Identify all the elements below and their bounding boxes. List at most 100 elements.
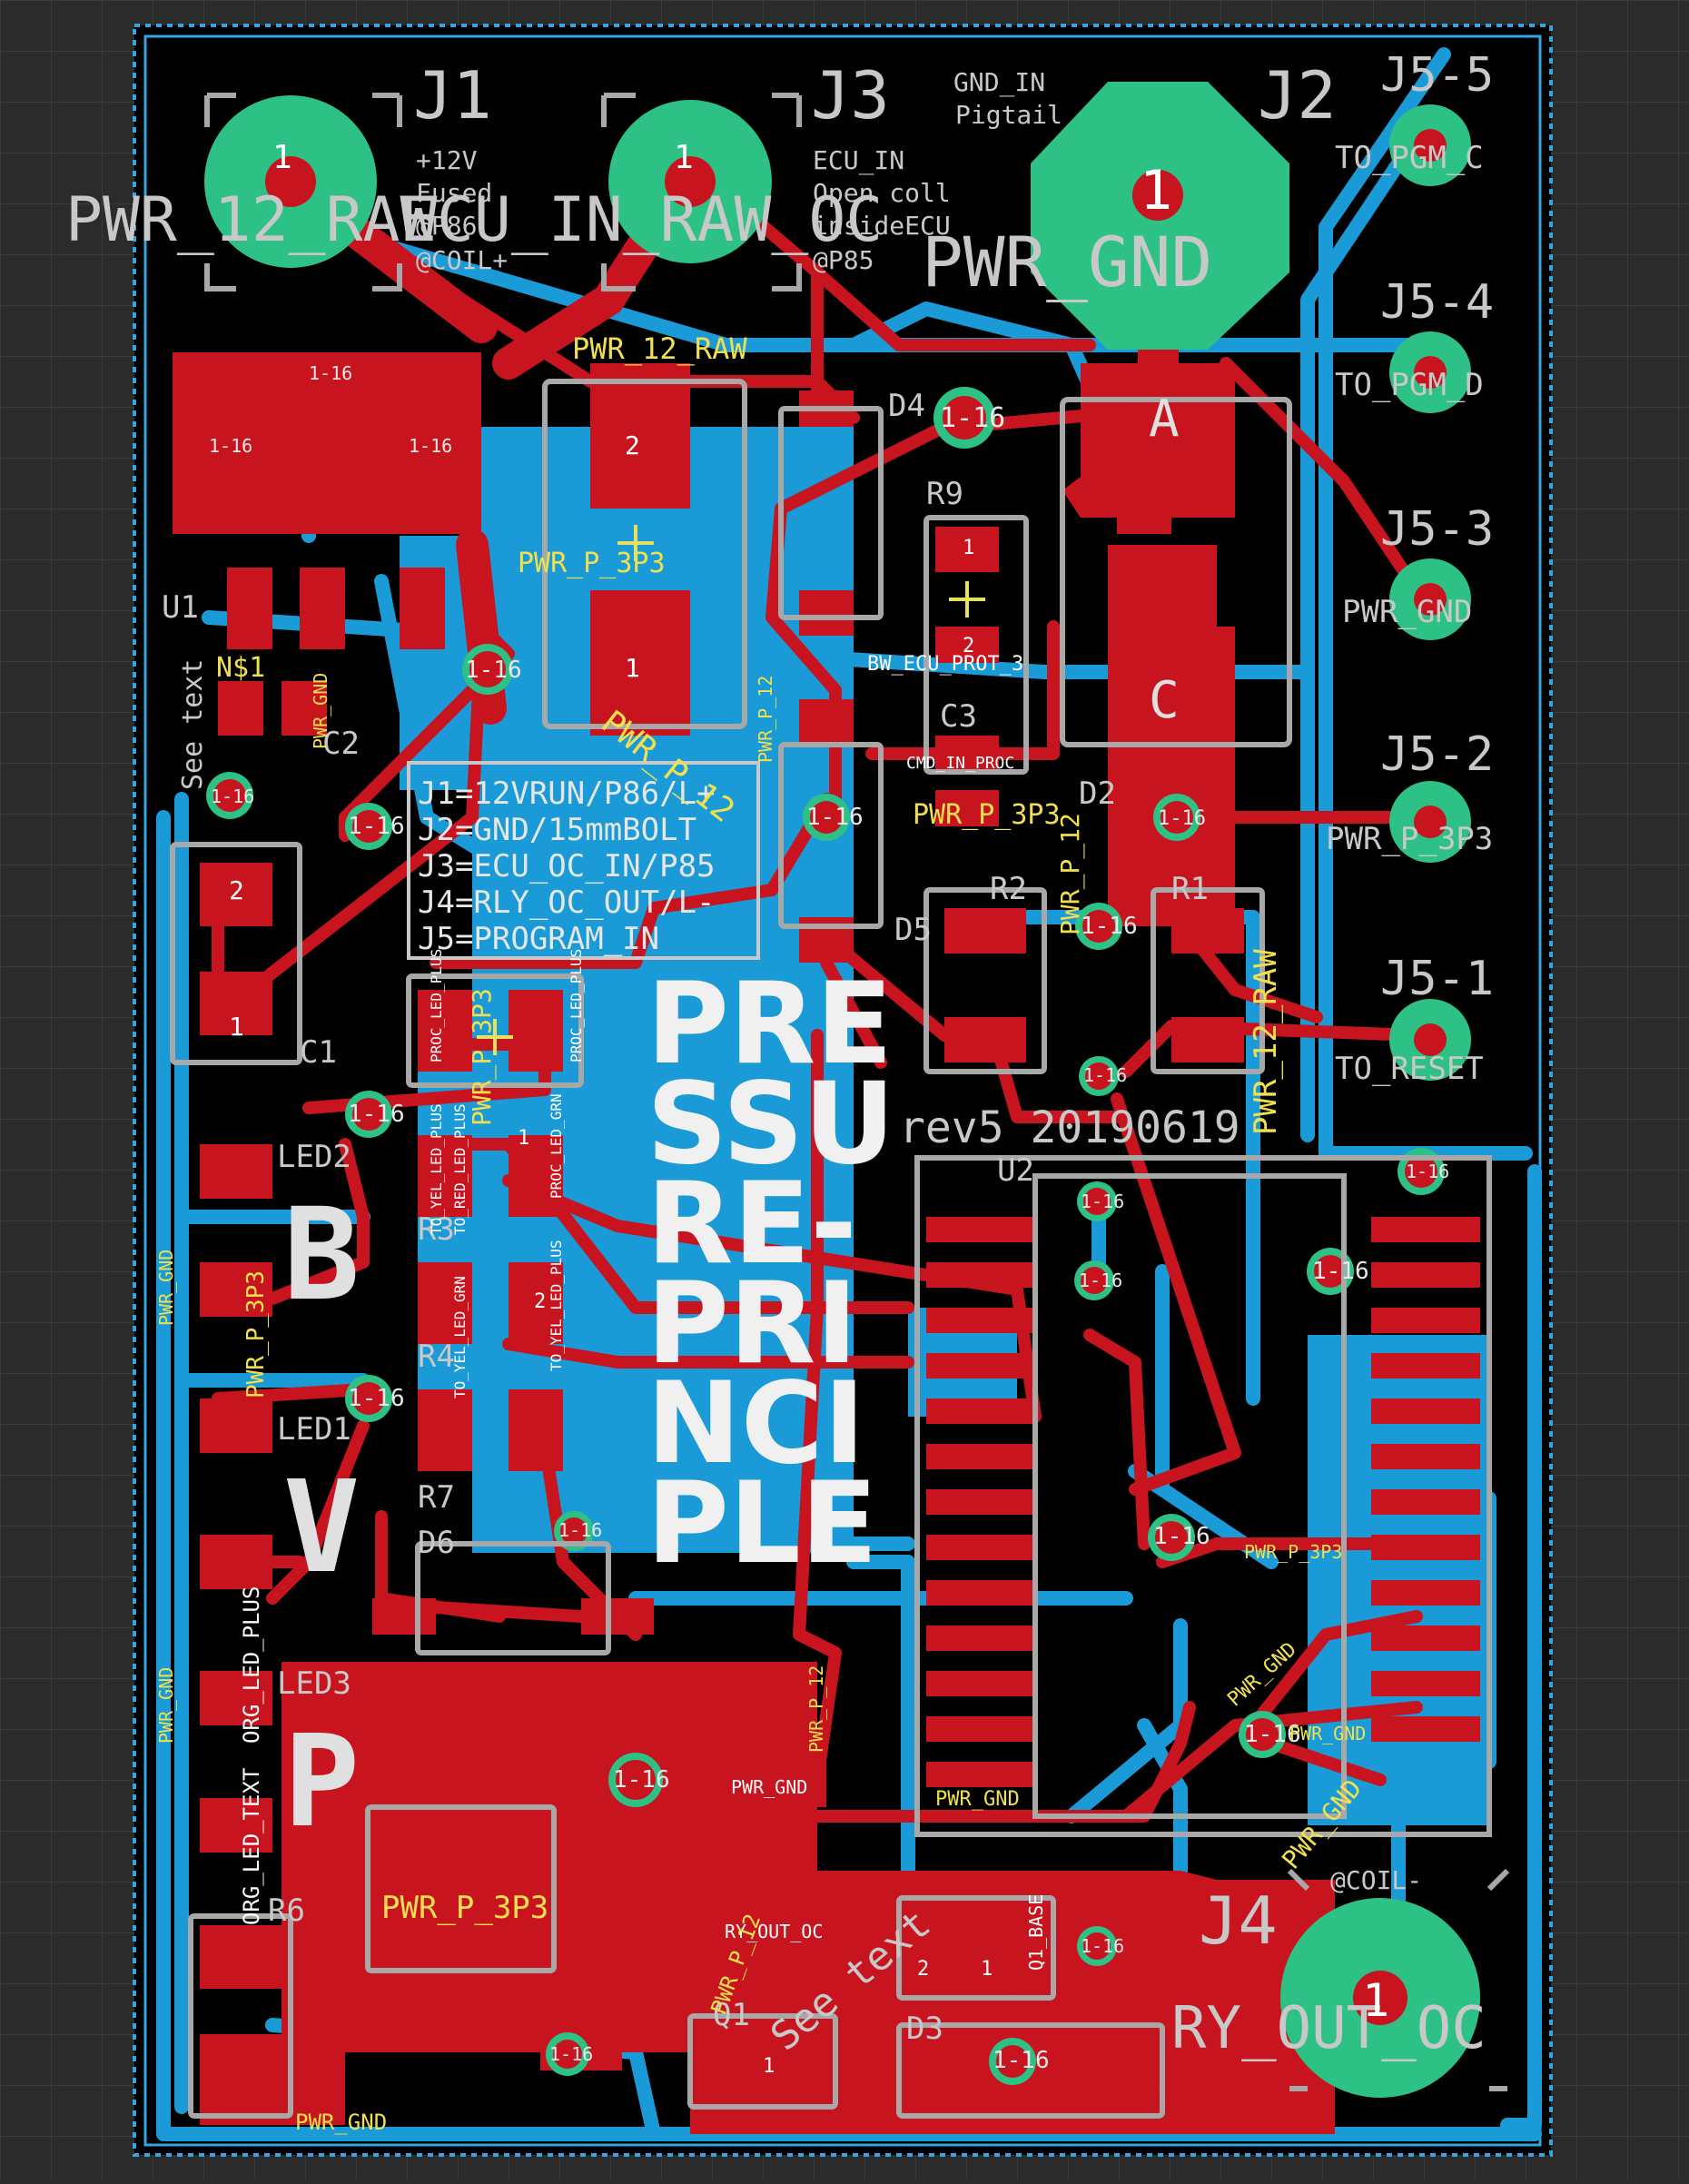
slogan-line: SSU: [647, 1059, 895, 1190]
legend-line: J5=PROGRAM_IN: [418, 921, 659, 957]
via-label: 1-16: [940, 402, 1005, 434]
board-inner-outline: [143, 35, 1542, 2147]
j3-note-4: @P85: [813, 245, 874, 275]
j1-net: PWR_12_RAW: [65, 184, 437, 256]
via: [803, 794, 850, 841]
net-label: PWR_P_3P3: [913, 799, 1061, 831]
j3-note-2: Open coll: [813, 178, 951, 208]
net-label: ORG_LED_PLUS: [239, 1586, 264, 1744]
svg-text:1: 1: [625, 653, 640, 683]
via: [1077, 1181, 1117, 1221]
refdes-label: D4: [888, 388, 925, 424]
j1-ref: J1: [413, 57, 492, 133]
refdes-label: U2: [997, 1152, 1034, 1189]
j4-ref: J4: [1199, 1883, 1278, 1959]
refdes-label: LED2: [277, 1139, 351, 1175]
via-labels: 1-16 1-16 1-16 1-16 1-16 1-16 1-16 1-16 …: [209, 362, 1449, 2074]
j3-ref: J3: [811, 57, 890, 133]
refdes-label: A: [1149, 390, 1180, 449]
via: [1075, 903, 1122, 950]
svg-text:2: 2: [229, 875, 244, 905]
via: [1079, 1056, 1119, 1096]
net-label: PWR_P_12: [1055, 813, 1086, 935]
via: [462, 644, 513, 695]
slogan-line: RE-: [647, 1159, 857, 1290]
net-label: Q1_BASE: [1025, 1894, 1047, 1971]
via-label: 1-16: [1079, 1270, 1122, 1291]
net-label: PWR_GND: [155, 1667, 177, 1744]
pad-numbers: 2 1 2 1 1 2 1 2 2 1 1: [229, 430, 993, 2078]
net-label: PROC_LED_PLUS: [568, 949, 585, 1062]
j5-2-ref: J5-2: [1380, 727, 1494, 782]
net-label: PROC_LED_PLUS: [428, 949, 445, 1062]
svg-text:1: 1: [763, 2055, 775, 2078]
j5-2-net: PWR_P_3P3: [1326, 821, 1493, 857]
refdes-label: R3: [418, 1211, 455, 1248]
revision-label: rev5 20190619: [899, 1102, 1240, 1153]
refdes-label: N$1: [216, 652, 265, 684]
legend-line: J3=ECU_OC_IN/P85: [418, 848, 716, 884]
via-label: 1-16: [1158, 807, 1206, 830]
via-label: 1-16: [348, 1101, 405, 1128]
refdes-label: D6: [418, 1525, 455, 1561]
via-label: 1-16: [1081, 1935, 1124, 1957]
via: [933, 387, 995, 449]
via: [345, 803, 392, 850]
net-label: PWR_12_RAW: [572, 331, 747, 366]
j4-net: RY_OUT_OC: [1171, 1995, 1487, 2062]
refdes-label: R7: [418, 1479, 455, 1516]
net-label: PWR_GND: [935, 1788, 1020, 1811]
component-origin-markers: [477, 525, 985, 1055]
refdes-labels: U1 N$1 C2 C1 LED2 LED1 LED3 R3 R4 R7 D6 …: [162, 388, 1209, 2047]
legend: J1=12VRUN/P86/L+ J2=GND/15mmBOLT J3=ECU_…: [418, 776, 716, 957]
net-label: PWR_P_3P3: [1244, 1541, 1342, 1563]
refdes-label: C2: [322, 726, 360, 762]
legend-line: J4=RLY_OC_OUT/L-: [418, 884, 716, 921]
via: [1074, 1260, 1114, 1300]
refdes-label: R1: [1171, 871, 1209, 907]
svg-text:1: 1: [981, 1958, 993, 1981]
svg-text:2: 2: [534, 1290, 546, 1313]
net-label: PWR_GND: [731, 1776, 807, 1798]
side-letter-v: V: [283, 1454, 360, 1602]
slogan-line: PLE: [647, 1458, 878, 1589]
slogan-line: PRE: [647, 959, 893, 1090]
refdes-label: R4: [418, 1339, 455, 1375]
j5-5-net: TO_PGM_C: [1335, 140, 1484, 176]
net-label: BW_ECU_PROT_3: [867, 653, 1023, 676]
j1-note-3: @P86: [416, 211, 477, 241]
via-label: 1-16: [806, 804, 864, 831]
via-label: 1-16: [309, 362, 352, 384]
legend-line: J2=GND/15mmBOLT: [418, 812, 696, 848]
j5-1-net: TO_RESET: [1335, 1051, 1484, 1087]
via-label: 1-16: [348, 813, 405, 840]
refdes-label: D2: [1079, 776, 1116, 812]
net-label: PWR_P_3P3: [518, 548, 666, 579]
refdes-label: D3: [906, 2011, 943, 2047]
via-label: 1-16: [211, 786, 254, 807]
j2-note-2: Pigtail: [955, 100, 1062, 130]
legend-box-frame: [407, 761, 760, 960]
j2-ref: J2: [1258, 57, 1337, 133]
j1-pin: 1: [272, 139, 292, 176]
net-label: PWR_P_12: [755, 676, 776, 763]
j4-note-1: @COIL-: [1330, 1865, 1422, 1895]
via-label: 1-16: [1081, 1191, 1124, 1212]
via: [1148, 1514, 1195, 1561]
j1-note-1: +12V: [416, 145, 478, 175]
j3-pin: 1: [674, 139, 694, 176]
j3-note-1: ECU_IN: [813, 145, 904, 176]
svg-text:1: 1: [963, 537, 974, 559]
via-label: 1-16: [549, 2043, 593, 2065]
via-label: 1-16: [1081, 913, 1138, 940]
j2-note-1: GND_IN: [953, 67, 1045, 98]
net-label: PROC_LED_GRN: [548, 1093, 565, 1199]
via-label: 1-16: [465, 657, 522, 684]
svg-text:2: 2: [963, 635, 974, 657]
net-label: PWR_P_3P3: [467, 988, 498, 1126]
net-label: PWR_GND: [310, 673, 331, 749]
via-label: 1-16: [1312, 1258, 1369, 1285]
net-label: TO_YEL_LED_PLUS: [548, 1240, 565, 1372]
j5-1-ref: J5-1: [1380, 952, 1494, 1006]
vias: [206, 387, 1445, 2085]
